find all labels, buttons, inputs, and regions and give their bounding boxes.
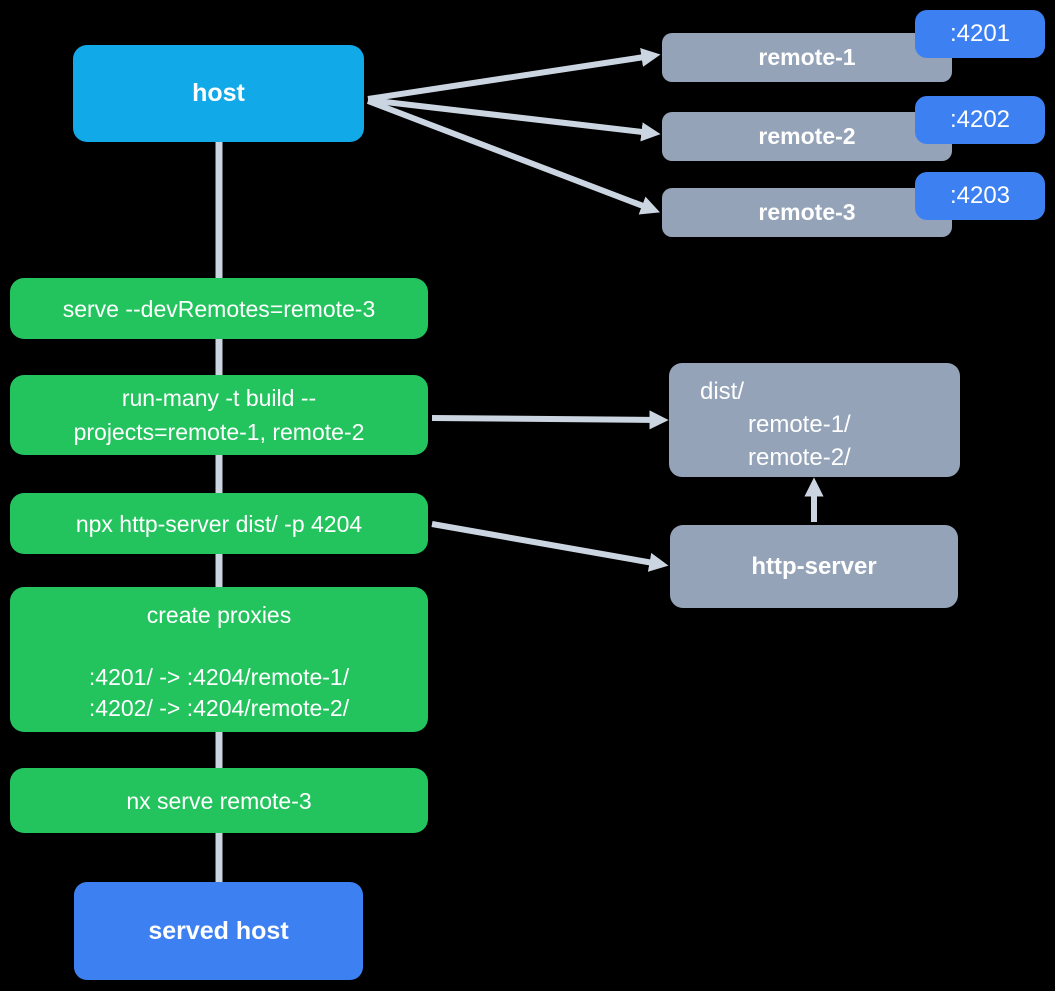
served-host-node: served host [74, 882, 363, 980]
arrow-npx-http-server [431, 521, 669, 572]
port-badge-4201: :4201 [915, 10, 1045, 58]
proxy-rule-4201: :4201/ -> :4204/remote-1/ [88, 664, 350, 690]
command-run-many-line1: run-many -t build -- [121, 385, 317, 411]
remote-1-node: remote-1 [662, 33, 952, 82]
dist-root-label: dist/ [700, 378, 745, 405]
port-badge-4203: :4203 [915, 172, 1045, 220]
host-label: host [192, 79, 245, 107]
http-server-label: http-server [751, 552, 877, 580]
http-server-node: http-server [670, 525, 958, 608]
dist-remote-2-label: remote-2/ [748, 444, 851, 471]
remote-2-label: remote-2 [758, 123, 856, 149]
remote-3-node: remote-3 [662, 188, 952, 237]
host-node: host [73, 45, 364, 142]
port-badge-4202: :4202 [915, 96, 1045, 144]
command-run-many-build: run-many -t build -- projects=remote-1, … [10, 375, 428, 455]
arrow-host-remote-2 [367, 97, 661, 142]
served-host-label: served host [148, 916, 289, 945]
command-nx-serve-label: nx serve remote-3 [126, 787, 312, 814]
command-npx-http-server: npx http-server dist/ -p 4204 [10, 493, 428, 554]
arrow-run-many-dist [431, 410, 669, 430]
arrow-host-remote-3 [366, 98, 660, 215]
remote-1-label: remote-1 [758, 44, 856, 70]
command-run-many-line2: projects=remote-1, remote-2 [73, 419, 365, 445]
dist-remote-1-label: remote-1/ [748, 411, 851, 438]
port-4203-label: :4203 [949, 182, 1011, 209]
command-nx-serve-remote-3: nx serve remote-3 [10, 768, 428, 833]
proxy-rules: :4201/ -> :4204/remote-1/ :4202/ -> :420… [89, 662, 349, 724]
proxy-rule-4202: :4202/ -> :4204/remote-2/ [88, 695, 350, 721]
remote-2-node: remote-2 [662, 112, 952, 161]
command-npx-label: npx http-server dist/ -p 4204 [75, 510, 363, 537]
command-serve-label: serve --devRemotes=remote-3 [62, 295, 376, 322]
command-serve-dev-remotes: serve --devRemotes=remote-3 [10, 278, 428, 339]
create-proxies-title: create proxies [146, 602, 292, 628]
dist-folder-node: dist/ remote-1/ remote-2/ [669, 363, 960, 477]
arrow-host-remote-1 [367, 47, 661, 102]
port-4202-label: :4202 [949, 106, 1011, 133]
command-create-proxies: create proxies :4201/ -> :4204/remote-1/… [10, 587, 428, 732]
remote-3-label: remote-3 [758, 199, 856, 225]
port-4201-label: :4201 [949, 20, 1011, 47]
